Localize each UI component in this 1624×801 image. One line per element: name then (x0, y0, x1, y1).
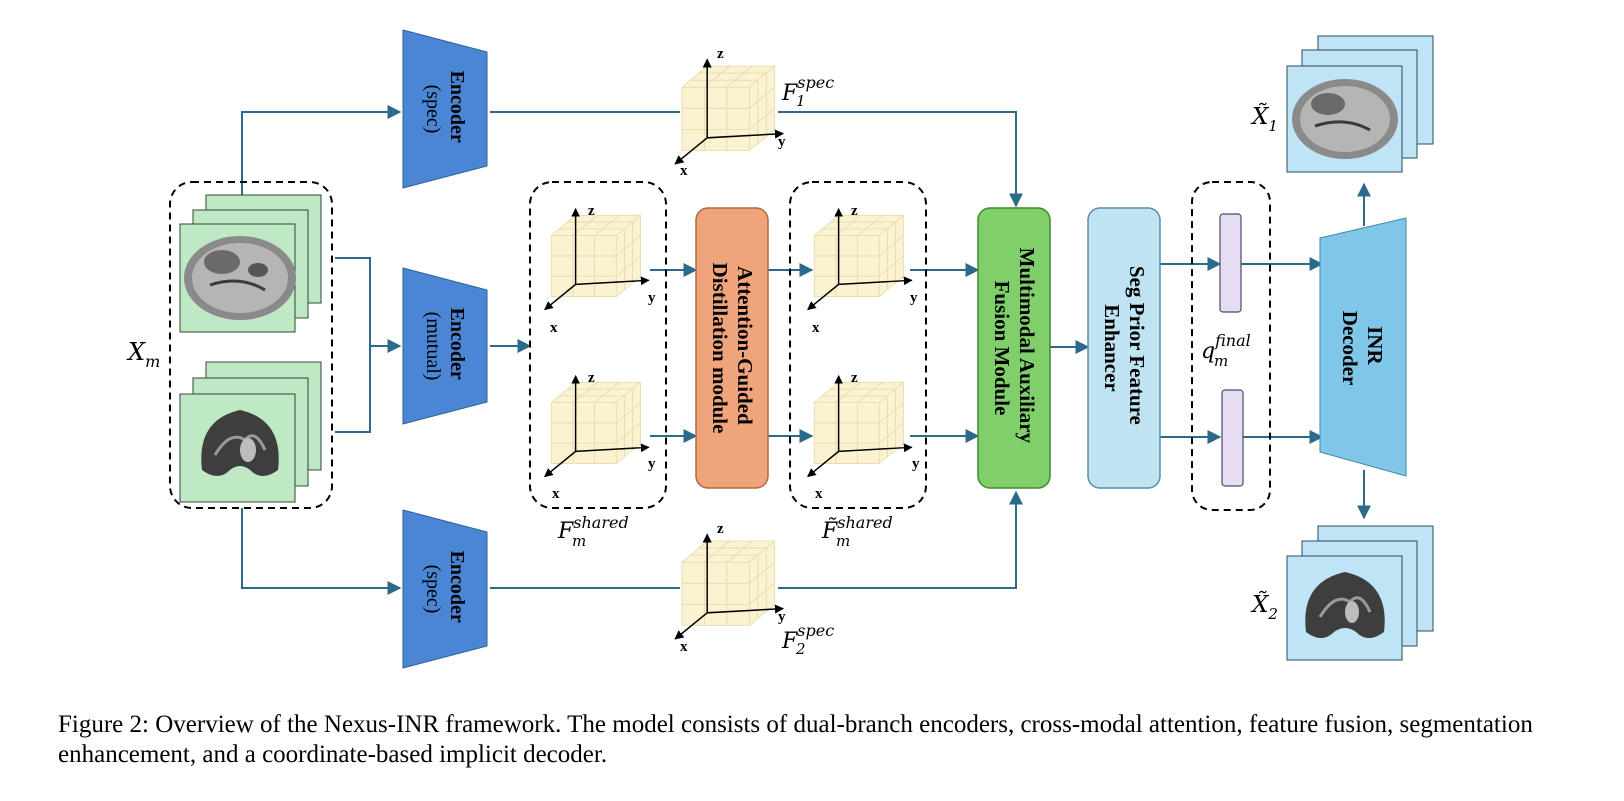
shared-feature-box (529, 181, 667, 509)
seg-prior-feature-enhancer: Seg Prior Feature Enhancer (1087, 207, 1161, 489)
input-modality-1-stack (179, 194, 322, 333)
framework-diagram: Xm Encoder (spec) Encoder (mutual) Encod… (126, 29, 1434, 669)
feature-cube-spec-1 (675, 59, 783, 164)
f2-spec-sub: 2 (795, 640, 806, 658)
latent-group-box (1191, 181, 1271, 511)
f1-spec-label: Fspec (781, 73, 834, 106)
axis-label-z: z (717, 46, 724, 62)
feature-cube-spec-2 (675, 534, 783, 639)
brain-coronal-reconstruction (1305, 572, 1385, 638)
fm-shared-sub: m (572, 532, 586, 550)
output-x1-label: X̃1 (1250, 104, 1278, 135)
input-label-xm: Xm (126, 338, 160, 371)
feature-cube-shared-2 (545, 376, 649, 477)
axis-label-z: z (588, 203, 595, 219)
f2-spec-label: Fspec (781, 621, 834, 654)
axis-label-x: x (550, 320, 558, 336)
axis-label-y: y (648, 456, 656, 472)
brain-axial-slice (184, 236, 296, 320)
brain-axial-reconstruction (1292, 79, 1398, 159)
axis-label-z: z (851, 370, 858, 386)
axis-label-x: x (552, 486, 560, 502)
input-group-box (169, 181, 333, 509)
axis-label-x: x (680, 639, 688, 655)
svg-text:INR Decoder: INR Decoder (1338, 311, 1387, 386)
axis-label-z: z (717, 521, 724, 537)
latent-code-2 (1221, 389, 1244, 487)
q-final-label: qfinal (1201, 331, 1251, 364)
axis-label-y: y (910, 290, 918, 306)
encoder-spec-top: Encoder (spec) (402, 29, 488, 189)
axis-label-x: x (812, 320, 820, 336)
latent-code-1 (1219, 213, 1242, 313)
multimodal-auxiliary-fusion-module: Multimodal Auxiliary Fusion Module (977, 207, 1051, 489)
connectors (241, 105, 1371, 595)
refined-shared-feature-box (789, 181, 927, 509)
figure-caption: Figure 2: Overview of the Nexus-INR fram… (58, 711, 1533, 768)
axis-label-x: x (815, 486, 823, 502)
encoder-mutual: Encoder (mutual) (402, 267, 488, 425)
axis-label-y: y (778, 609, 786, 625)
feature-cube-shared-1 (545, 209, 649, 310)
svg-text:Seg Prior Feature Enhanc: Seg Prior Feature Enhancer (1100, 266, 1149, 430)
fm-shared-label: Fshared (557, 513, 629, 544)
axis-label-x: x (680, 163, 688, 179)
axis-label-y: y (912, 456, 920, 472)
svg-text:Multimodal Auxiliary Fus: Multimodal Auxiliary Fusion Module (990, 248, 1039, 449)
feature-cube-refined-2 (808, 376, 912, 477)
output-x1-stack (1286, 35, 1434, 173)
axis-label-y: y (648, 290, 656, 306)
q-final-sub: m (1214, 352, 1228, 370)
axis-label-y: y (778, 134, 786, 150)
fm-shared-tilde-sub: m (836, 532, 850, 550)
inr-decoder: INR Decoder (1319, 217, 1407, 477)
encoder-spec-bottom: Encoder (spec) (402, 509, 488, 669)
svg-text:Encoder (spec): Encoder (spec) (422, 551, 468, 628)
axis-label-z: z (588, 370, 595, 386)
brain-coronal-slice (201, 410, 279, 476)
attention-guided-distillation-module: Attention-Guided Distillation module (695, 207, 769, 489)
output-x2-stack (1286, 525, 1434, 661)
axis-label-z: z (851, 203, 858, 219)
output-x2-label: X̃2 (1250, 592, 1278, 623)
svg-text:Encoder (spec): Encoder (spec) (422, 71, 468, 148)
svg-text:Attention-Guided Distill: Attention-Guided Distillation module (708, 263, 757, 434)
fm-shared-tilde-label: F̃shared (821, 513, 893, 544)
input-modality-2-stack (179, 361, 322, 503)
svg-text:Encoder (mutual): Encoder (mutual) (422, 308, 468, 385)
feature-cube-refined-1 (808, 209, 912, 310)
f1-spec-sub: 1 (796, 92, 806, 110)
